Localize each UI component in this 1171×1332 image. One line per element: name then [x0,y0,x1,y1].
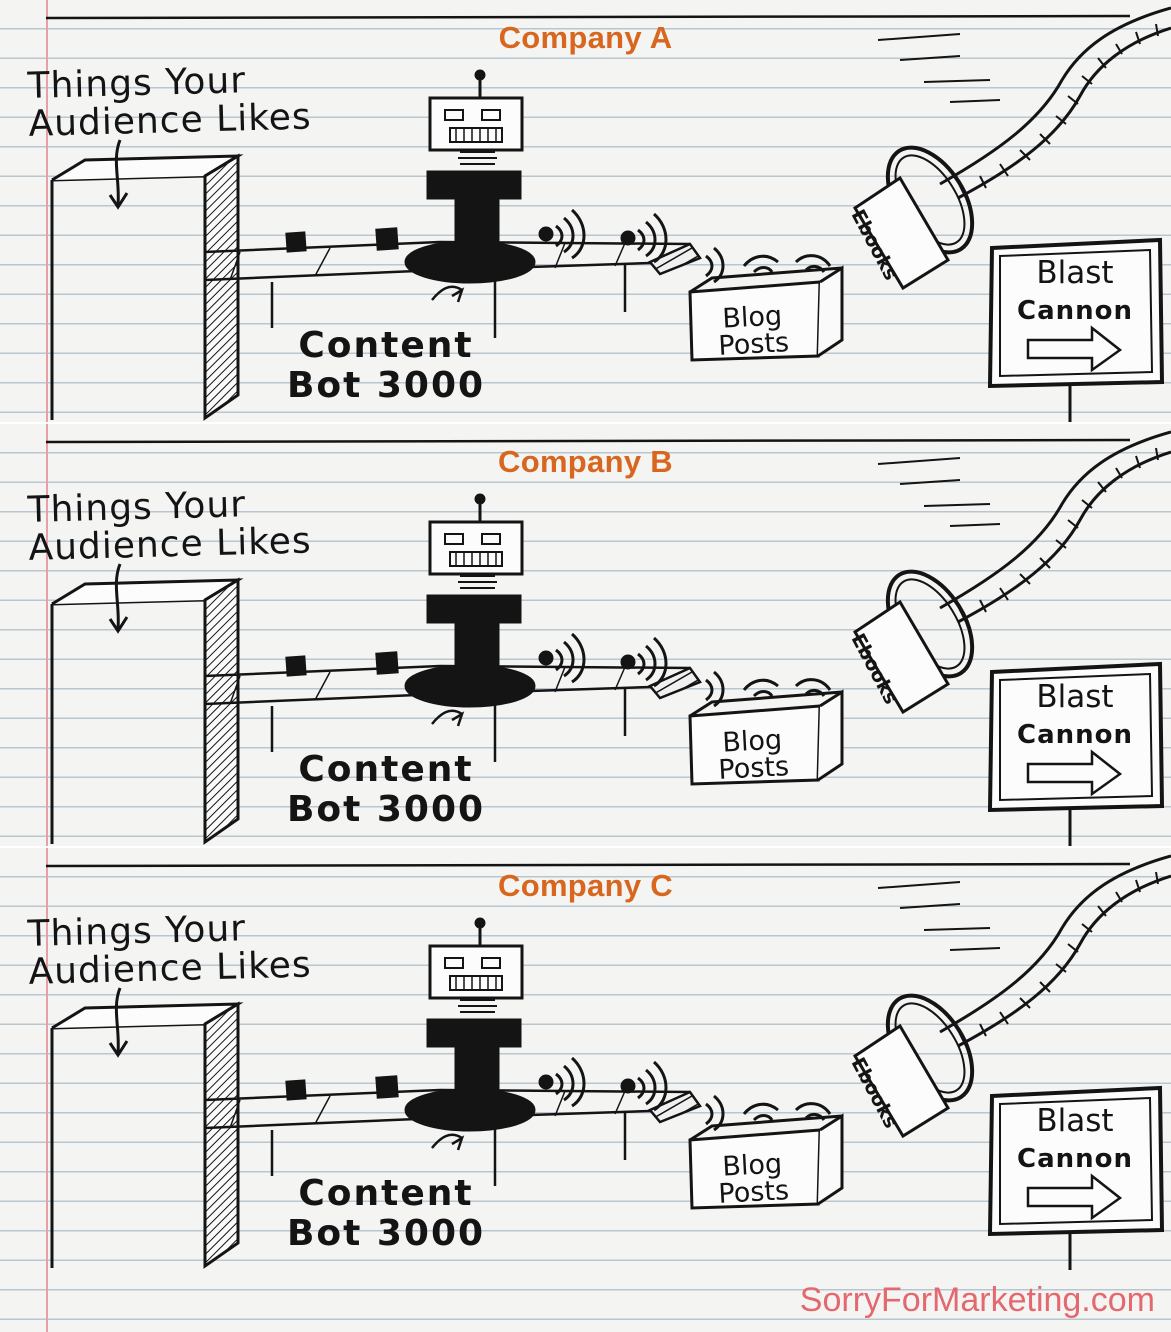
content-bot-label: Content Bot 3000 [286,325,486,406]
robot [404,493,536,727]
sign-blast-label: Blast [1036,255,1114,291]
sign-cannon-label: Cannon [1016,296,1134,326]
conveyor-belt [204,240,702,338]
content-bot-label: Content Bot 3000 [286,1173,486,1254]
blog-posts-label: Blog Posts [717,724,790,786]
ebook-card [852,599,951,715]
top-rule [45,862,1131,868]
signal-pieces [538,208,725,284]
margin-line [46,424,48,846]
margin-line [46,848,48,1332]
panel-title: Company C [498,868,673,903]
top-rule [45,438,1131,444]
audience-box [50,987,244,1269]
content-block [375,227,399,251]
content-block [285,1079,307,1101]
signal-pieces [538,1056,725,1132]
panel-company-a: Company A Things Your Audience Likes Con… [0,0,1171,422]
ebook-card [852,1023,951,1139]
speed-lines [877,33,1001,103]
audience-label: Things Your Audience Likes [27,908,313,993]
speed-lines [877,457,1001,527]
site-watermark: SorryForMarketing.com [799,1281,1155,1319]
content-block [375,651,399,675]
scene-illustration [45,854,1171,1270]
top-rule [45,14,1131,20]
cannon-hose [939,430,1171,624]
scene-illustration [45,6,1171,422]
content-block [285,231,307,253]
signpost [987,1085,1165,1270]
blog-posts-bin [688,254,844,362]
blog-posts-bin [688,678,844,786]
panel-company-c: Company C Things Your Audience Likes Con… [0,848,1171,1332]
signal-pieces [538,632,725,708]
content-bot-label: Content Bot 3000 [286,749,486,830]
speed-lines [877,881,1001,951]
margin-line [46,0,48,422]
blog-posts-label: Blog Posts [717,300,790,362]
panel-title: Company B [498,444,673,479]
signpost [987,237,1165,422]
content-block [285,655,307,677]
panel-company-b: Company B Things Your Audience Likes Con… [0,424,1171,846]
sign-cannon-label: Cannon [1016,1144,1134,1174]
robot [404,69,536,303]
audience-box [50,139,244,421]
panel-title: Company A [498,20,673,55]
ebook-card [852,175,951,291]
sign-cannon-label: Cannon [1016,720,1134,750]
content-block [375,1075,399,1099]
sign-blast-label: Blast [1036,1103,1114,1139]
robot [404,917,536,1151]
audience-label: Things Your Audience Likes [27,60,313,145]
audience-label: Things Your Audience Likes [27,484,313,569]
blog-posts-bin [688,1102,844,1210]
scene-illustration [45,430,1171,846]
blog-posts-label: Blog Posts [717,1148,790,1210]
sign-blast-label: Blast [1036,679,1114,715]
audience-box [50,563,244,845]
signpost [987,661,1165,846]
